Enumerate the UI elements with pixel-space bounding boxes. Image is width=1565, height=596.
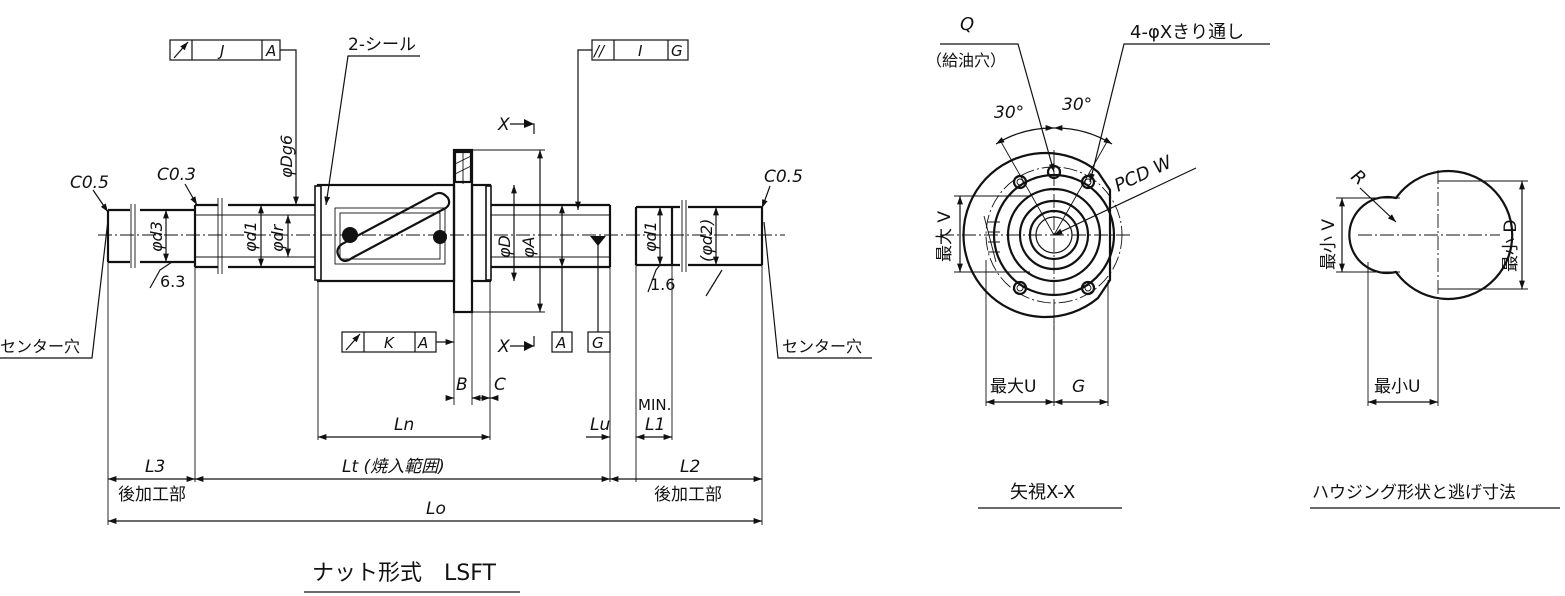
datum-g: G — [587, 236, 611, 353]
angle-right-label: 30° — [1062, 95, 1092, 115]
dia-A-label: φA — [519, 237, 538, 259]
section-marker-bottom: X — [497, 336, 535, 357]
shaft-right-end — [634, 200, 764, 272]
pcd-w-label: PCD W — [1111, 151, 1176, 196]
oil-hole-q-label: Q — [960, 14, 974, 35]
section-marker-top: X — [497, 115, 535, 135]
screw-shaft — [195, 198, 612, 274]
roughness-right: 1.6 — [647, 264, 675, 294]
chamfer-right-label: C0.5 — [764, 167, 803, 187]
dim-ln-label: Ln — [394, 415, 414, 435]
min-v-label: 最小 V — [1319, 219, 1339, 270]
roughness-left: 6.3 — [149, 261, 185, 291]
center-hole-left-label: センター穴 — [0, 337, 80, 356]
g-label: G — [1072, 377, 1085, 397]
dim-lu-label: Lu — [590, 415, 610, 435]
datum-a: A — [551, 267, 573, 353]
dim-lo-label: Lo — [426, 499, 446, 519]
datum-g-label: G — [592, 334, 604, 352]
dim-l3-label: L3 — [145, 457, 165, 477]
section-x-top-label: X — [497, 115, 510, 135]
tolerance-i-datum: G — [671, 42, 683, 60]
flange-outline — [962, 151, 1112, 319]
post-processing-left-label: 後加工部 — [118, 485, 186, 505]
post-processing-right-label: 後加工部 — [654, 485, 722, 505]
tolerance-frame-i: // I G — [575, 39, 689, 210]
tolerance-j-datum: A — [265, 42, 276, 60]
nut-type-title: ナット形式 LSFT — [312, 561, 496, 586]
roughness-right-value: 1.6 — [650, 275, 675, 294]
nut-body — [314, 148, 492, 314]
dim-b-label: B — [456, 375, 468, 395]
dia-d2-label: (φd2) — [697, 219, 716, 262]
chamfer-mid-label: C0.3 — [157, 165, 196, 185]
dia-d1-right-label: φd1 — [641, 221, 660, 252]
flange-section-hatch — [454, 155, 472, 175]
dia-d1-left-label: φd1 — [241, 221, 260, 252]
housing-view: R 最小 V 最小 D 最小U ハウジング形状と逃げ寸法 — [1310, 166, 1560, 509]
dia-d3-label: φd3 — [147, 221, 166, 252]
seal-label: 2-シール — [348, 35, 416, 55]
min-u-label: 最小U — [1374, 377, 1420, 397]
through-holes-label: 4-φXきり通し — [1130, 22, 1244, 43]
dim-l2-label: L2 — [680, 457, 700, 477]
dim-min-label: MIN. — [638, 396, 671, 414]
min-d-label: 最小 D — [1501, 220, 1521, 273]
tolerance-frame-j: J A — [169, 39, 299, 205]
dim-l1-label: L1 — [645, 415, 665, 435]
r-label: R — [1347, 166, 1370, 190]
tolerance-k-symbol: K — [384, 334, 395, 352]
max-u-label: 最大U — [990, 377, 1036, 397]
dia-dr-label: φdr — [268, 223, 287, 252]
housing-view-caption: ハウジング形状と逃げ寸法 — [1312, 483, 1516, 503]
section-x-bottom-label: X — [497, 337, 510, 357]
end-view-caption: 矢視X-X — [1010, 482, 1075, 503]
dia-D-label: φD — [495, 235, 514, 258]
dim-lt-label: Lt (焼入範囲) — [342, 457, 445, 477]
side-view: C0.5 C0.3 C0.5 センター穴 センター穴 J A // I G — [0, 35, 872, 593]
end-view: 30° 30° Q （給油穴） 4-φXきり通し PCD W 最大 V 最大U … — [926, 14, 1270, 509]
tolerance-i-parallel: // — [592, 42, 606, 60]
angle-left-label: 30° — [994, 103, 1024, 123]
center-hole-right-label: センター穴 — [782, 337, 862, 356]
tolerance-k-datum: A — [417, 334, 428, 352]
tolerance-frame-k: K A — [341, 331, 454, 353]
chamfer-left-label: C0.5 — [70, 173, 109, 193]
dim-c-label: C — [494, 375, 506, 395]
tolerance-j-symbol: J — [217, 42, 224, 60]
tolerance-i-symbol: I — [638, 42, 643, 60]
roughness-left-value: 6.3 — [160, 272, 185, 291]
oil-hole-note: （給油穴） — [926, 51, 1006, 70]
dia-dg6-label: φDg6 — [277, 135, 296, 178]
max-v-label: 最大 V — [935, 211, 955, 262]
datum-a-label: A — [555, 334, 566, 352]
housing-outline — [1348, 169, 1514, 301]
